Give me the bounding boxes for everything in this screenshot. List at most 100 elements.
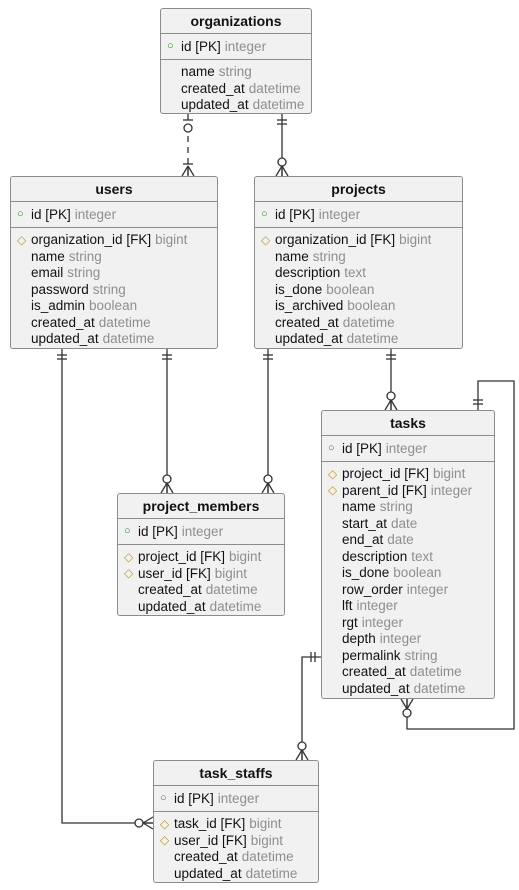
field-type: integer [224, 38, 267, 54]
entity-title: tasks [322, 411, 494, 436]
foreign-key-icon: ◇ [328, 466, 338, 481]
primary-key-icon: ○ [328, 442, 335, 455]
entity-title: project_members [118, 494, 284, 519]
entity-project_members: project_members ○id [PK]integer ◇ project_i… [117, 493, 285, 616]
foreign-key-icon: ◇ [160, 833, 170, 848]
field-type: datetime [413, 680, 466, 696]
field-type: boolean [393, 565, 442, 581]
field-name: name [31, 248, 65, 264]
entity-task_staffs: task_staffs○id [PK]integer◇task_id [FK]b… [153, 760, 319, 883]
field-type: integer [74, 206, 117, 222]
cardinality-zero-or-many [384, 391, 398, 411]
field-type: datetime [346, 331, 399, 347]
field-type: datetime [342, 314, 395, 330]
cardinality-exactly-one [263, 354, 273, 360]
relation-projects-project_members [261, 349, 275, 494]
cardinality-zero-or-many [275, 157, 289, 177]
field-name: created_at [181, 80, 245, 96]
field-type: string [404, 647, 438, 663]
field-type: boolean [326, 281, 375, 297]
foreign-key-icon: ◇ [328, 483, 338, 498]
primary-key-section: ○id [PK]integer [161, 34, 311, 59]
field-name: updated_at [31, 331, 99, 347]
field-type: integer [430, 482, 473, 498]
foreign-key-icon: ◇ [261, 232, 271, 247]
field-type: bigint [433, 466, 466, 482]
field-row: ○id [PK]integer [167, 38, 311, 55]
entity-title: projects [255, 177, 462, 202]
field-row: ○id [PK]integer [160, 790, 318, 807]
field-row: ○id [PK]integer [124, 523, 284, 540]
field-type: datetime [245, 865, 298, 881]
field-type: string [67, 265, 101, 281]
field-name: row_order [342, 581, 403, 597]
cardinality-zero-or-many [295, 741, 309, 761]
field-row: ◇user_id [FK]bigint [124, 565, 284, 582]
primary-key-section: ○id [PK]integer [154, 786, 318, 811]
entity-projects: projects○id [PK]integer ◇ organization_id … [254, 176, 463, 349]
field-type: datetime [209, 598, 262, 614]
field-name: updated_at [138, 598, 206, 614]
primary-key-icon: ○ [17, 208, 24, 221]
cardinality-exactly-one [57, 354, 67, 360]
field-type: datetime [252, 97, 305, 113]
field-type: bigint [155, 232, 188, 248]
field-type: datetime [248, 80, 301, 96]
field-row: ◇ organization_id [FK]bigint [261, 232, 462, 249]
field-type: integer [181, 523, 224, 539]
primary-key-section: ○id [PK]integer [118, 519, 284, 544]
field-name: updated_at [342, 680, 410, 696]
cardinality-exactly-one [473, 399, 483, 405]
field-type: bigint [399, 232, 432, 248]
field-name: created_at [275, 314, 339, 330]
field-name: id [PK] [174, 790, 214, 806]
field-name: organization_id [FK] [31, 232, 152, 248]
cardinality-zero-or-one [183, 119, 193, 133]
field-row: ◇project_id [FK]bigint [124, 549, 284, 566]
field-name: created_at [31, 314, 95, 330]
field-name: project_id [FK] [138, 549, 226, 565]
field-type: bigint [249, 816, 282, 832]
field-type: integer [406, 581, 449, 597]
cardinality-zero-or-many [400, 698, 414, 718]
field-name: end_at [342, 532, 384, 548]
primary-key-section: ○id [PK]integer [255, 202, 462, 227]
field-name: user_id [FK] [174, 832, 247, 848]
field-name: rgt [342, 614, 358, 630]
cardinality-exactly-one [386, 354, 396, 360]
field-name: id [PK] [31, 206, 71, 222]
field-type: string [68, 248, 102, 264]
field-type: integer [385, 440, 428, 456]
field-name: organization_id [FK] [275, 232, 396, 248]
field-type: integer [379, 631, 422, 647]
entity-title: organizations [161, 9, 311, 34]
field-type: string [92, 281, 126, 297]
field-type: datetime [241, 849, 294, 865]
field-name: created_at [174, 849, 238, 865]
field-type: date [387, 532, 414, 548]
field-name: permalink [342, 647, 401, 663]
foreign-key-icon: ◇ [124, 549, 134, 564]
primary-key-icon: ○ [160, 792, 167, 805]
foreign-key-icon: ◇ [17, 232, 27, 247]
